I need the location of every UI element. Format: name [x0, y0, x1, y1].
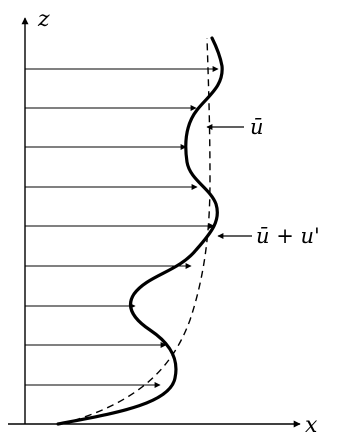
instantaneous-velocity-profile — [56, 36, 224, 426]
z-axis-label: z — [37, 7, 50, 32]
mean-velocity-label: ū — [250, 115, 264, 139]
total-velocity-label: ū + u' — [256, 224, 320, 248]
mean-velocity-profile — [61, 37, 211, 425]
velocity-arrows — [25, 66, 219, 388]
x-axis-label: x — [305, 413, 318, 435]
